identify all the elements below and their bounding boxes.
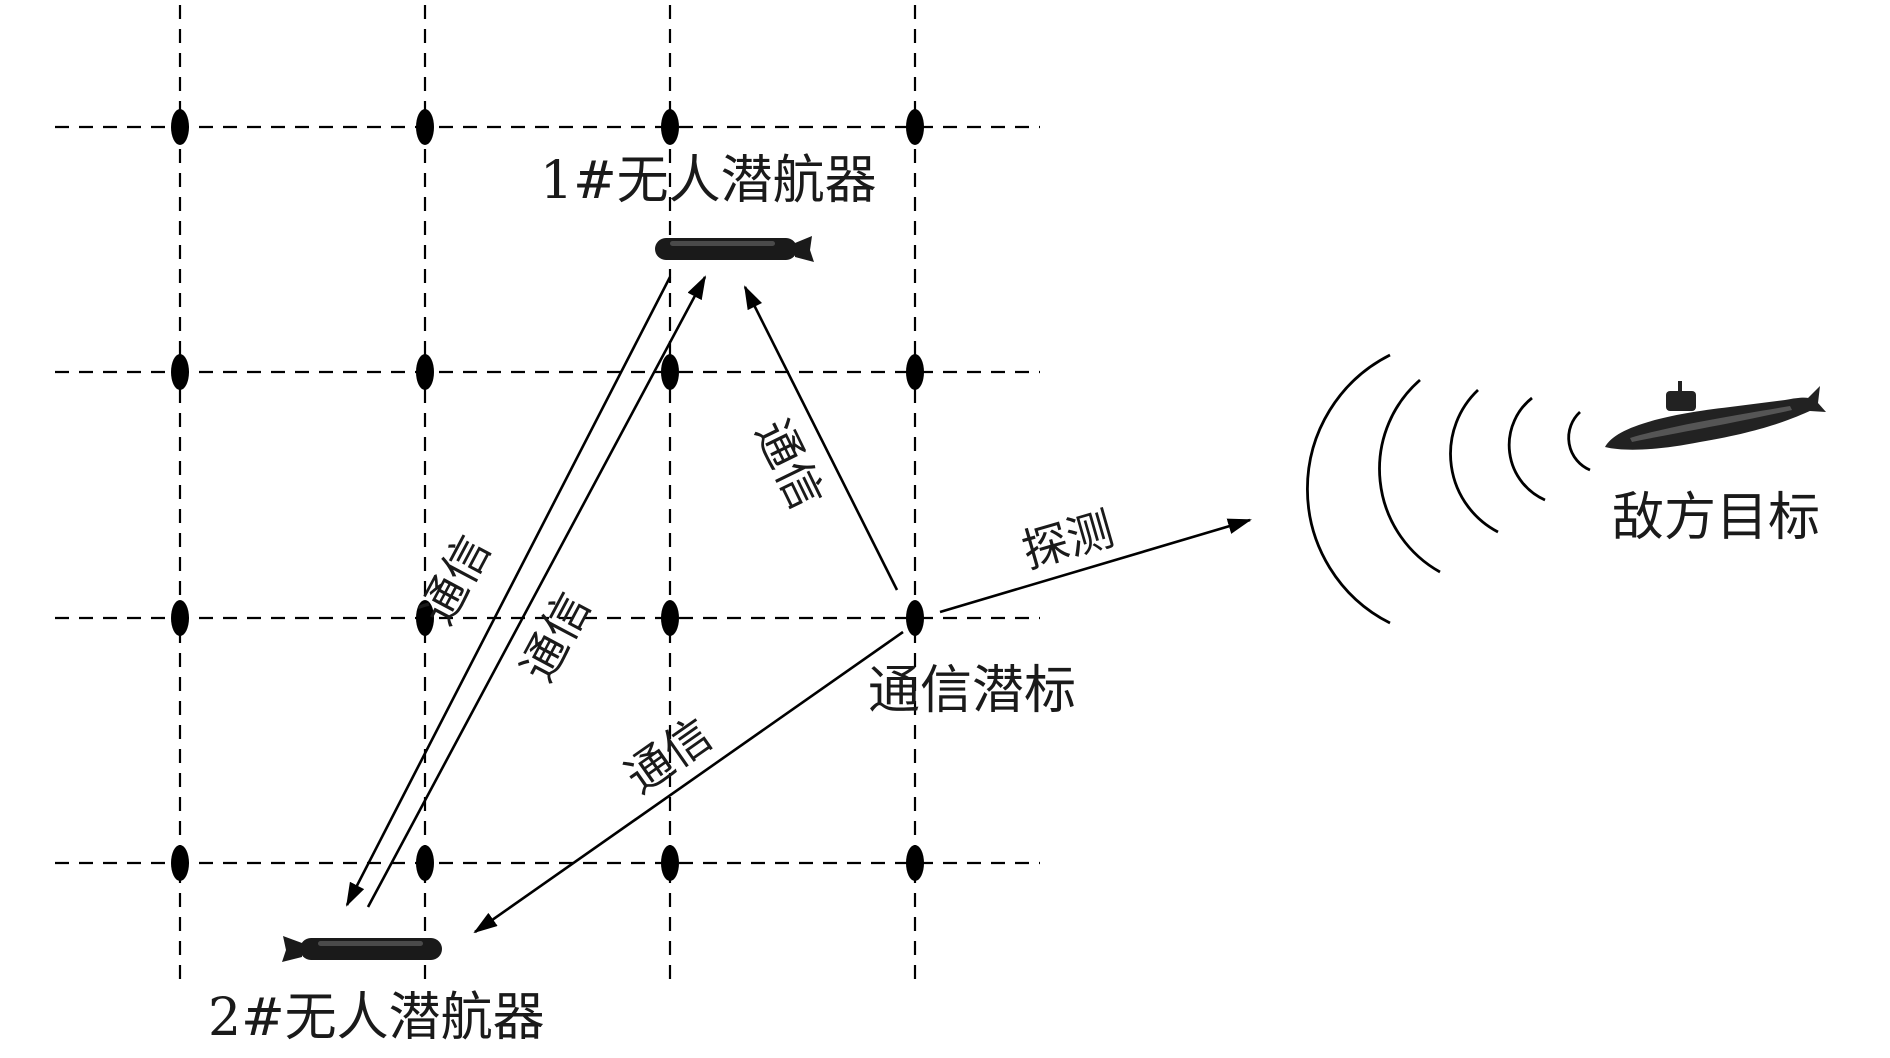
- sonar-wave: [1567, 410, 1591, 472]
- links: [345, 275, 1252, 934]
- buoy-node: [906, 600, 924, 636]
- grid-nodes: [171, 109, 924, 881]
- grid-node: [171, 600, 189, 636]
- uuv2-icon: [282, 936, 442, 962]
- grid-node: [661, 600, 679, 636]
- edge-label-buoy-uuv1: 通信: [745, 411, 834, 517]
- grid-node: [906, 845, 924, 881]
- grid-node: [661, 845, 679, 881]
- grid-node: [906, 109, 924, 145]
- uuv1-label: 1#无人潜航器: [540, 151, 877, 211]
- grid-node: [906, 354, 924, 390]
- grid-node: [416, 845, 434, 881]
- arrow-uuv2-to-uuv1: [366, 275, 707, 908]
- arrow-detect: [939, 518, 1252, 614]
- grid: [55, 5, 1040, 985]
- grid-node: [416, 109, 434, 145]
- uuv1-icon: [655, 236, 814, 262]
- edge-label-uuv1-uuv2: 通信: [510, 584, 601, 691]
- sonar-wave: [1449, 388, 1499, 534]
- sonar-wave: [1306, 353, 1391, 625]
- grid-node: [171, 354, 189, 390]
- grid-node: [171, 109, 189, 145]
- edge-label-detect: 探测: [1016, 501, 1119, 578]
- sonar-wave: [1378, 378, 1441, 574]
- target-label: 敌方目标: [1612, 488, 1820, 548]
- arrow-buoy-to-uuv2: [473, 630, 904, 934]
- arrow-buoy-to-uuv1: [743, 285, 899, 591]
- grid-node: [661, 109, 679, 145]
- grid-node: [661, 354, 679, 390]
- grid-node: [416, 600, 434, 636]
- uuv2-label: 2#无人潜航器: [208, 988, 545, 1048]
- enemy-submarine-icon: [1605, 381, 1826, 450]
- edge-label-buoy-uuv2: 通信: [615, 707, 721, 804]
- buoy-label: 通信潜标: [868, 661, 1076, 721]
- sonar-wave: [1507, 396, 1546, 502]
- grid-node: [416, 354, 434, 390]
- sonar-waves: [1306, 353, 1591, 625]
- grid-node: [171, 845, 189, 881]
- arrow-uuv1-to-uuv2: [345, 276, 672, 907]
